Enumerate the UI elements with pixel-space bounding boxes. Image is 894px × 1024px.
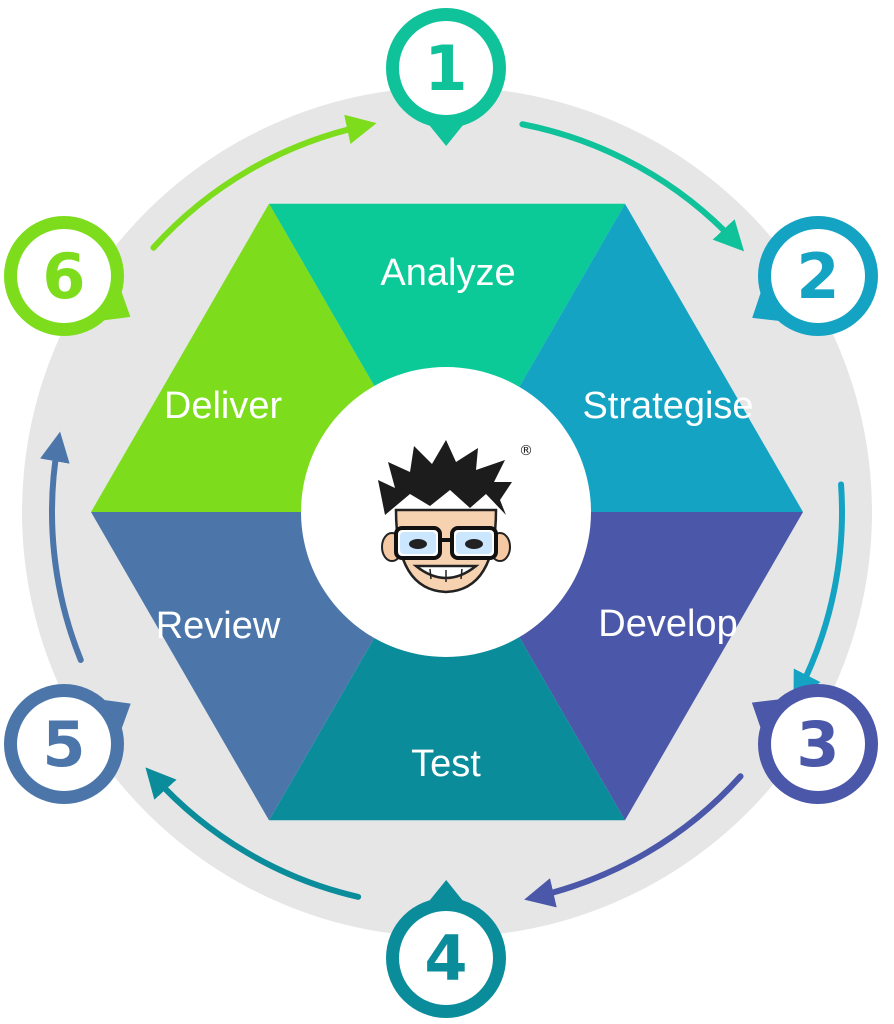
arrow-1-to-2 (519, 121, 745, 252)
step-number-2: 2 (796, 240, 839, 313)
badge-inner (399, 21, 493, 115)
badge-inner (771, 229, 865, 323)
cycle-arrows (40, 114, 845, 908)
registered-mark: ® (519, 443, 533, 459)
step-badge-6: 6 (4, 216, 131, 336)
arrow-4-to-5 (145, 767, 362, 900)
arrow-6-to-1 (150, 114, 377, 251)
segment-label-test: Test (411, 743, 481, 785)
step-badge-2: 2 (752, 216, 878, 336)
arrow-3-to-4 (524, 773, 744, 908)
badge-inner (17, 229, 111, 323)
badge-inner (399, 911, 493, 1005)
badge-inner (17, 697, 111, 791)
arrow-2-to-3 (793, 481, 845, 703)
step-badge-1: 1 (386, 8, 506, 146)
segment-label-analyze: Analyze (380, 252, 515, 294)
step-number-3: 3 (796, 708, 839, 781)
badge-inner (771, 697, 865, 791)
segment-analyze (269, 203, 625, 513)
step-badge-5: 5 (4, 684, 131, 804)
segment-label-review: Review (156, 605, 281, 647)
step-number-5: 5 (42, 708, 85, 781)
nerd-face-logo (378, 440, 512, 594)
segment-label-strategise: Strategise (582, 385, 753, 427)
step-badges: 1 2 3 4 5 6 (4, 8, 878, 1018)
segment-label-develop: Develop (598, 603, 737, 645)
step-number-1: 1 (424, 32, 467, 105)
step-badge-4: 4 (386, 880, 506, 1018)
step-number-6: 6 (42, 240, 85, 313)
hair (378, 440, 512, 515)
segment-labels: Analyze Strategise Develop Test Review D… (156, 252, 754, 785)
step-number-4: 4 (424, 922, 467, 995)
segment-test (269, 512, 625, 821)
segment-label-deliver: Deliver (164, 385, 283, 427)
step-badge-3: 3 (751, 684, 878, 804)
arrow-5-to-6 (40, 431, 84, 663)
